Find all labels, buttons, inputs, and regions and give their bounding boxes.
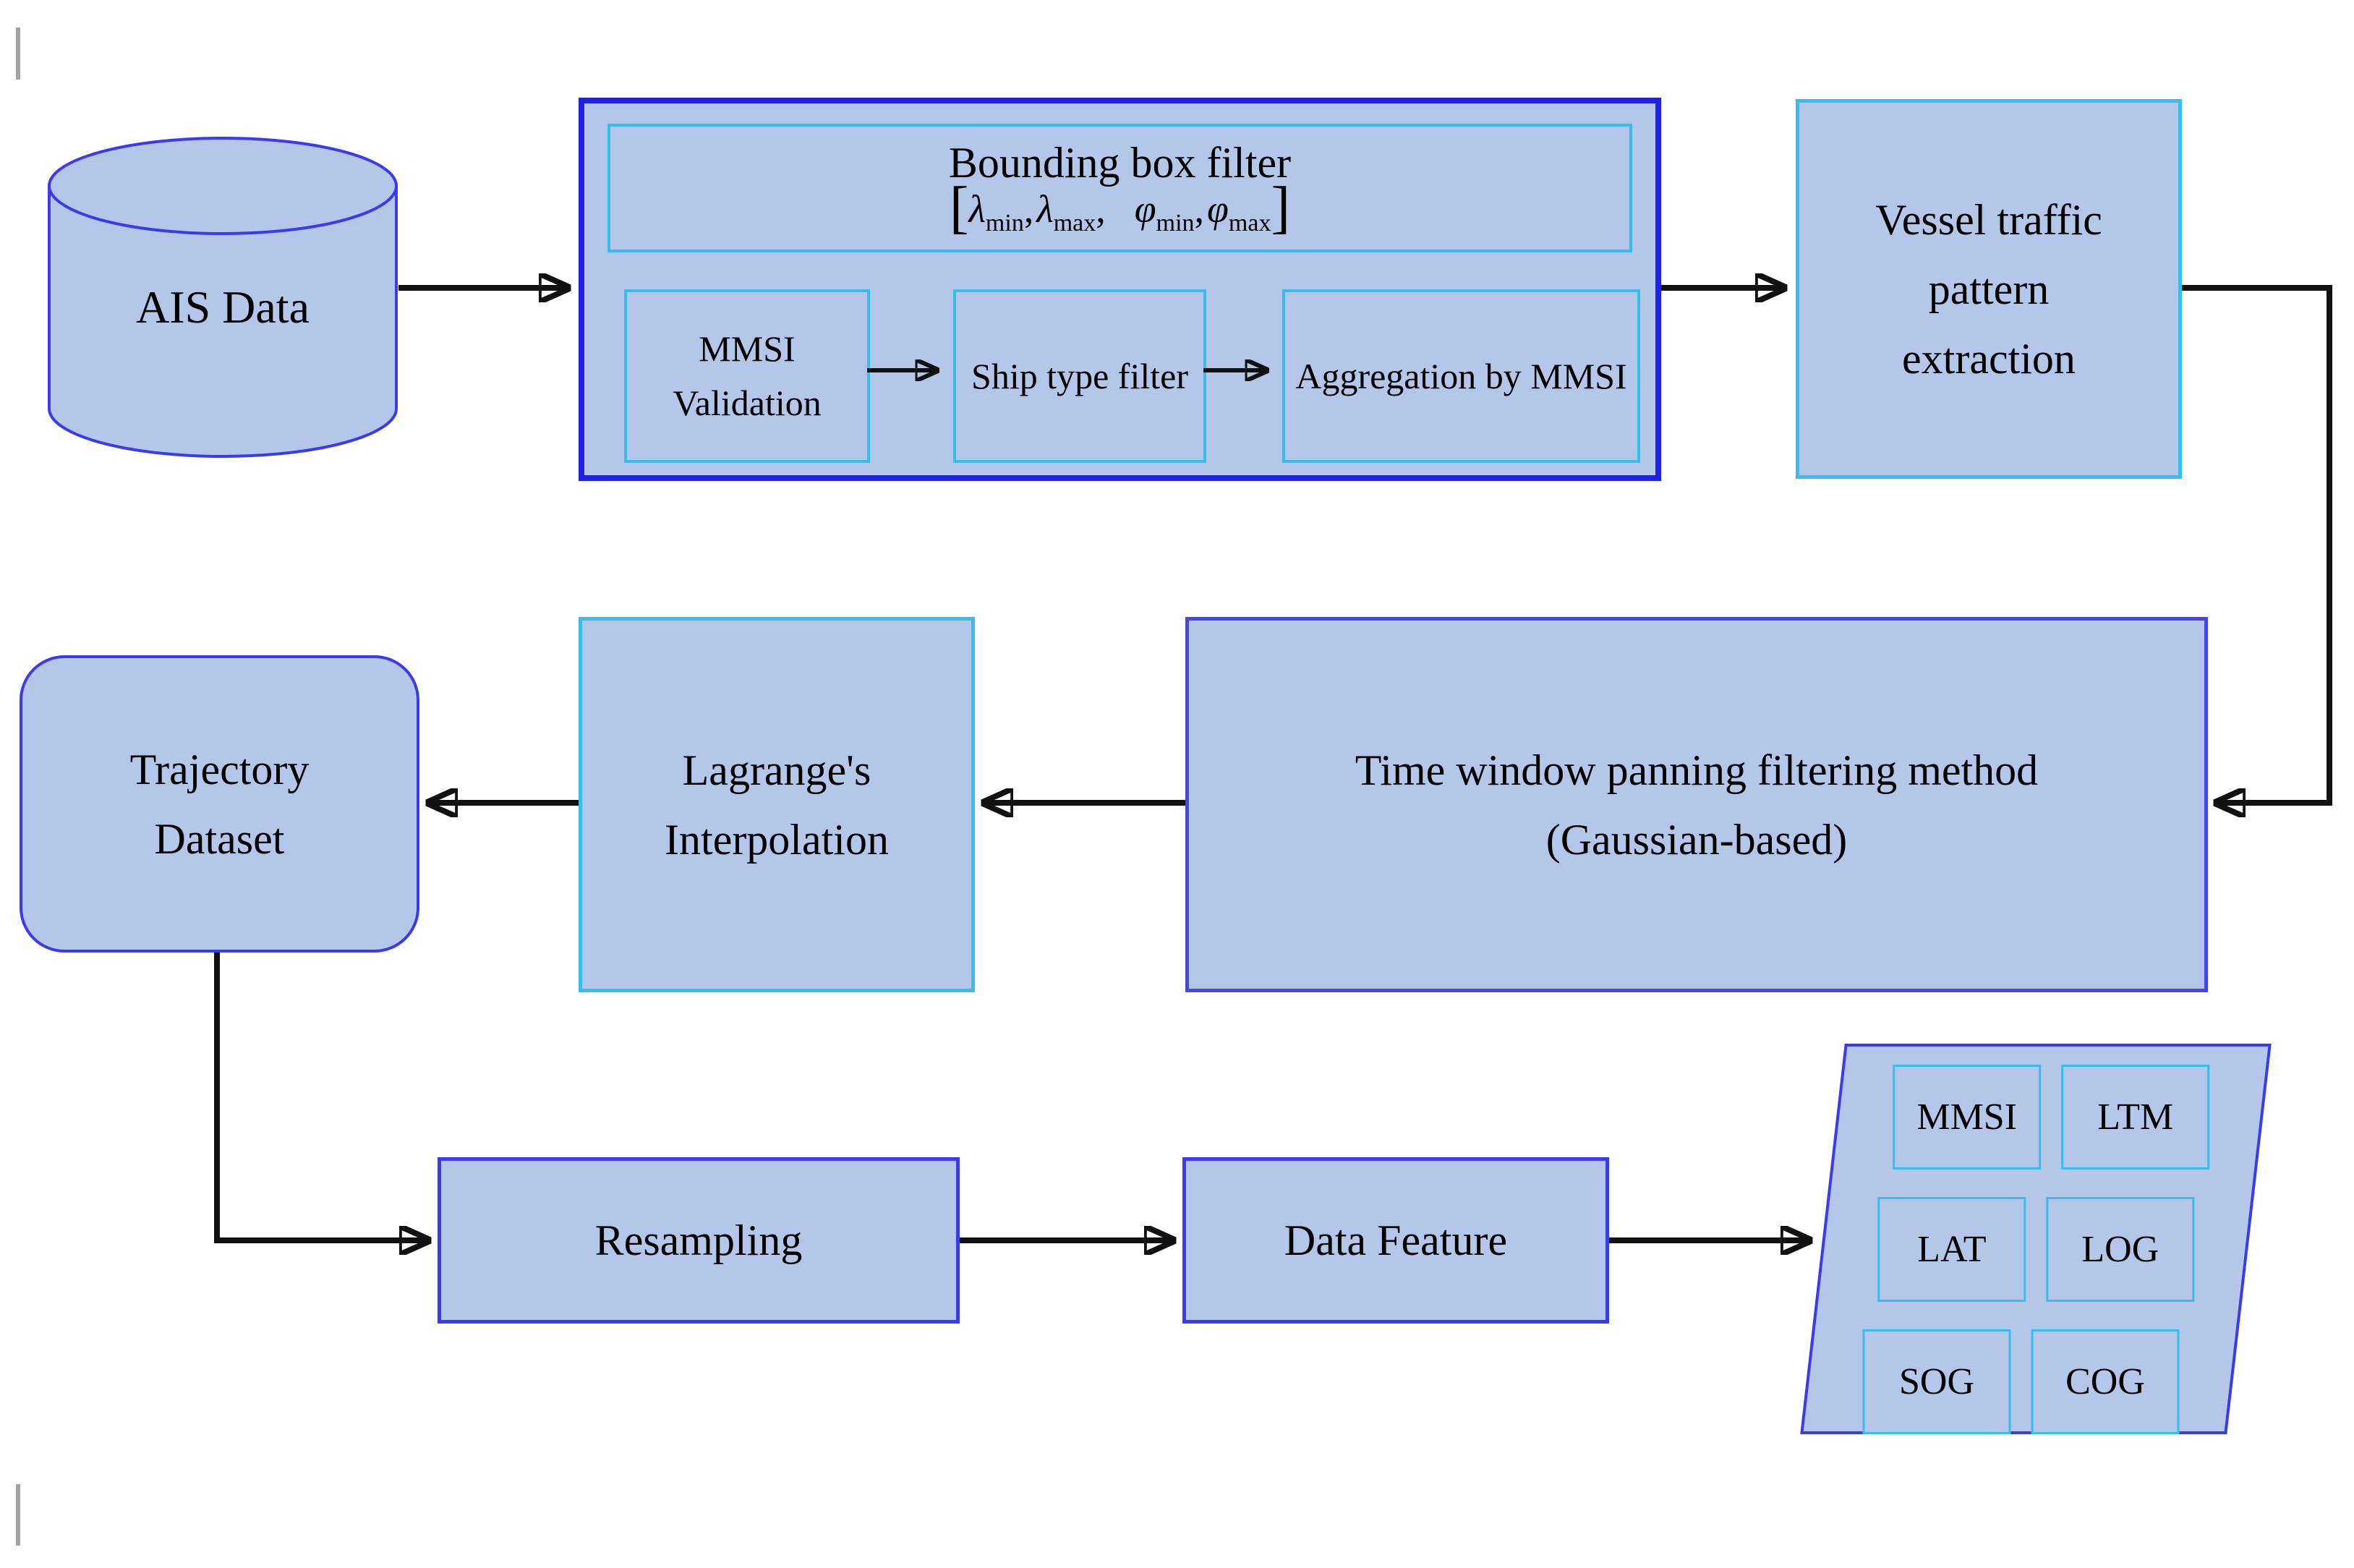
- node-resampling: Resampling: [438, 1157, 960, 1324]
- feature-cell-lat: LAT: [1877, 1197, 2026, 1302]
- node-lagrange-interpolation: Lagrange's Interpolation: [579, 617, 975, 992]
- database-cylinder-icon: [48, 137, 398, 458]
- node-time-window-panning-filtering: Time window panning filtering method (Ga…: [1185, 617, 2208, 992]
- node-trajectory-dataset: Trajectory Dataset: [20, 655, 419, 953]
- step-mmsi-validation: MMSI Validation: [624, 289, 870, 463]
- page-artifact-mark-top: [16, 27, 20, 80]
- feature-cell-cog: COG: [2031, 1329, 2180, 1434]
- bounding-box-filter-title-box: Bounding box filter [λmin,λmax,φmin,φmax…: [607, 124, 1632, 252]
- step-aggregation-by-mmsi: Aggregation by MMSI: [1282, 289, 1640, 463]
- node-data-feature: Data Feature: [1182, 1157, 1609, 1324]
- node-vessel-traffic-pattern-extraction: Vessel traffic pattern extraction: [1796, 99, 2182, 479]
- bounding-box-filter-formula: [λmin,λmax,φmin,φmax]: [949, 176, 1291, 240]
- time-window-label: Time window panning filtering method (Ga…: [1355, 746, 2039, 864]
- lagrange-label: Lagrange's Interpolation: [665, 746, 889, 864]
- trajectory-label: Trajectory Dataset: [129, 745, 310, 863]
- page-artifact-mark-bottom: [16, 1484, 20, 1546]
- resampling-label: Resampling: [594, 1217, 803, 1264]
- node-bounding-box-filter: Bounding box filter [λmin,λmax,φmin,φmax…: [579, 98, 1661, 481]
- data-feature-label: Data Feature: [1284, 1217, 1508, 1264]
- node-feature-table-parallelogram: MMSI LTM LAT LOG SOG COG: [1800, 1044, 2272, 1434]
- node-ais-data: AIS Data: [47, 134, 398, 459]
- edge-trajectory-to-resampling: [214, 953, 430, 1240]
- step-ship-type-filter: Ship type filter: [953, 289, 1206, 463]
- feature-cell-mmsi: MMSI: [1893, 1065, 2042, 1169]
- vessel-pattern-label: Vessel traffic pattern extraction: [1875, 195, 2102, 383]
- feature-cell-log: LOG: [2046, 1197, 2195, 1302]
- feature-cell-sog: SOG: [1862, 1329, 2011, 1434]
- ais-data-label: AIS Data: [136, 281, 310, 333]
- feature-grid: MMSI LTM LAT LOG SOG COG: [1804, 1047, 2269, 1434]
- feature-cell-ltm: LTM: [2061, 1065, 2210, 1169]
- bounding-box-filter-title: Bounding box filter: [948, 139, 1292, 187]
